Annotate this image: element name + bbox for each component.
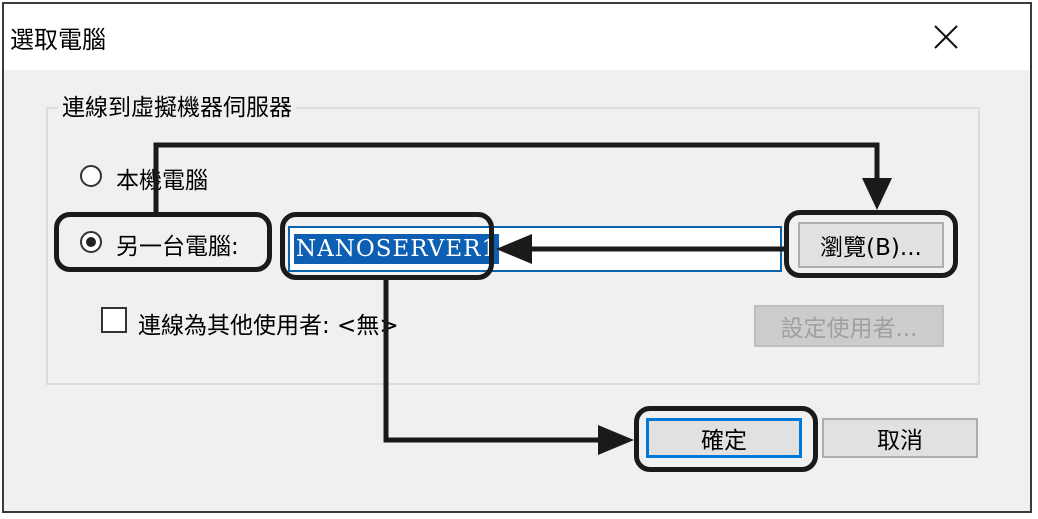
highlight-another-computer	[54, 212, 272, 272]
close-button[interactable]	[922, 14, 970, 60]
highlight-computer-name	[280, 212, 494, 280]
other-user-checkbox[interactable]	[101, 307, 127, 333]
title-bar: 選取電腦	[4, 4, 1030, 70]
browse-button[interactable]: 瀏覽(B)...	[798, 222, 944, 268]
close-icon	[934, 25, 958, 49]
window-title: 選取電腦	[10, 26, 106, 54]
cancel-button[interactable]: 取消	[822, 418, 978, 458]
arrow-head-right	[598, 425, 634, 455]
highlight-browse	[784, 210, 958, 278]
ok-button[interactable]: 確定	[646, 418, 802, 458]
other-user-label: 連線為其他使用者: <無>	[138, 313, 399, 339]
server-groupbox	[46, 107, 980, 385]
computer-name-value: NANOSERVER1	[294, 234, 500, 264]
another-computer-radio[interactable]	[80, 231, 102, 253]
set-user-button[interactable]: 設定使用者...	[754, 305, 944, 347]
local-computer-label: 本機電腦	[116, 168, 208, 194]
arrow-head-down	[862, 178, 892, 210]
highlight-ok	[634, 406, 818, 472]
another-computer-label: 另一台電腦:	[116, 234, 239, 260]
arrow-path-field-to-ok	[383, 280, 600, 443]
arrow-path-radio-to-browse	[153, 142, 880, 212]
local-computer-radio[interactable]	[80, 165, 102, 187]
groupbox-label: 連線到虛擬機器伺服器	[58, 88, 296, 122]
arrow-head-left	[496, 234, 532, 264]
